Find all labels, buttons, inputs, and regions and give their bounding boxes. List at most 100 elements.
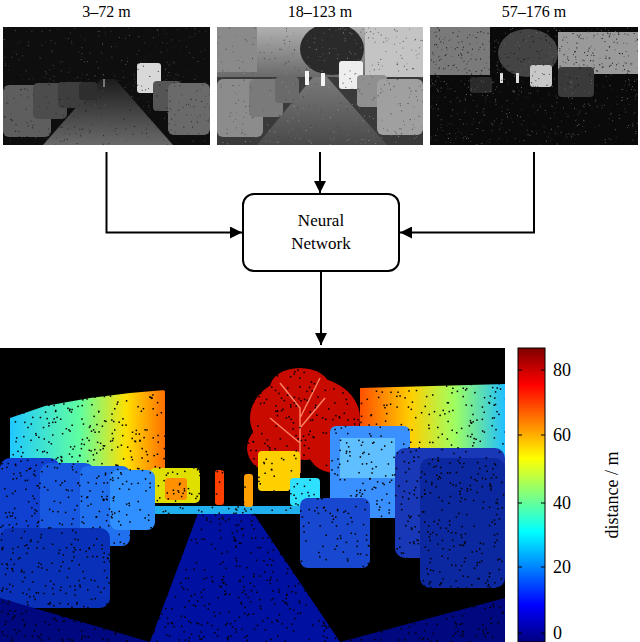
noise-dot [270, 107, 271, 108]
noise-dot [245, 39, 246, 40]
noise-dot [278, 142, 279, 143]
noise-dot [87, 79, 88, 80]
noise-dot [150, 138, 151, 139]
noise-dot [605, 28, 606, 29]
noise-dot [129, 606, 131, 608]
noise-dot [195, 79, 196, 80]
noise-dot [595, 31, 596, 32]
noise-dot [281, 49, 282, 50]
noise-dot [441, 88, 442, 89]
noise-dot [571, 109, 572, 110]
noise-dot [124, 119, 125, 120]
noise-dot [306, 69, 307, 70]
noise-dot [599, 145, 600, 146]
noise-dot [209, 107, 210, 108]
noise-dot [339, 132, 340, 133]
noise-dot [99, 30, 100, 32]
noise-dot [433, 61, 434, 62]
noise-dot [378, 95, 379, 96]
noise-dot [147, 117, 148, 118]
noise-dot [632, 86, 633, 87]
noise-dot [150, 54, 151, 55]
noise-dot [134, 75, 135, 76]
noise-dot [252, 80, 253, 81]
noise-dot [539, 58, 540, 59]
noise-dot [289, 46, 290, 47]
noise-dot [631, 63, 632, 64]
noise-dot [444, 81, 445, 82]
noise-dot [273, 502, 275, 504]
noise-dot [297, 107, 298, 108]
noise-dot [334, 138, 335, 139]
noise-dot [140, 61, 141, 62]
noise-dot [481, 31, 482, 32]
noise-dot [367, 143, 368, 144]
noise-dot [507, 100, 508, 101]
noise-dot [459, 31, 460, 32]
noise-dot [362, 139, 363, 140]
noise-dot [576, 127, 577, 128]
noise-dot [191, 121, 192, 122]
noise-dot [495, 30, 496, 31]
noise-dot [120, 122, 121, 123]
noise-dot [191, 99, 192, 100]
noise-dot [435, 135, 436, 136]
noise-dot [554, 117, 555, 118]
noise-dot [82, 129, 83, 130]
noise-dot [55, 43, 56, 44]
noise-dot [624, 56, 625, 57]
noise-dot [617, 42, 618, 43]
noise-dot [137, 108, 138, 109]
noise-dot [370, 74, 371, 75]
noise-dot [309, 106, 310, 107]
noise-dot [233, 85, 234, 86]
noise-dot [171, 39, 172, 40]
noise-dot [469, 43, 470, 44]
noise-dot [545, 36, 546, 37]
noise-dot [366, 32, 367, 33]
noise-dot [193, 106, 194, 107]
noise-dot [435, 31, 436, 33]
noise-dot [335, 415, 337, 417]
noise-dot [508, 84, 509, 85]
noise-dot [531, 82, 532, 83]
noise-dot [361, 47, 362, 48]
noise-dot [576, 62, 577, 63]
noise-dot [479, 95, 480, 96]
noise-dot [522, 61, 523, 62]
noise-dot [107, 108, 108, 109]
noise-dot [285, 38, 286, 39]
noise-dot [566, 74, 567, 75]
noise-dot [501, 123, 502, 124]
noise-dot [27, 90, 28, 91]
noise-dot [22, 48, 23, 49]
noise-dot [468, 52, 469, 53]
noise-dot [439, 142, 440, 143]
noise-dot [431, 139, 432, 140]
noise-dot [518, 94, 519, 95]
noise-dot [436, 36, 437, 37]
noise-dot [53, 80, 54, 81]
noise-dot [458, 101, 459, 102]
noise-dot [610, 85, 611, 86]
noise-dot [609, 46, 610, 47]
noise-dot [470, 59, 471, 60]
noise-dot [54, 68, 55, 69]
noise-dot [514, 91, 515, 92]
noise-dot [511, 87, 512, 88]
noise-dot [275, 58, 276, 59]
noise-dot [274, 69, 275, 70]
noise-dot [635, 41, 636, 42]
gated-image [430, 27, 639, 146]
noise-dot [108, 143, 109, 144]
noise-dot [545, 50, 546, 51]
noise-dot [610, 33, 611, 34]
noise-dot [478, 99, 479, 100]
noise-dot [359, 91, 360, 92]
noise-dot [308, 89, 309, 90]
noise-dot [144, 59, 145, 60]
noise-dot [288, 122, 289, 123]
noise-dot [533, 57, 534, 58]
noise-dot [607, 98, 608, 99]
noise-dot [455, 48, 456, 49]
